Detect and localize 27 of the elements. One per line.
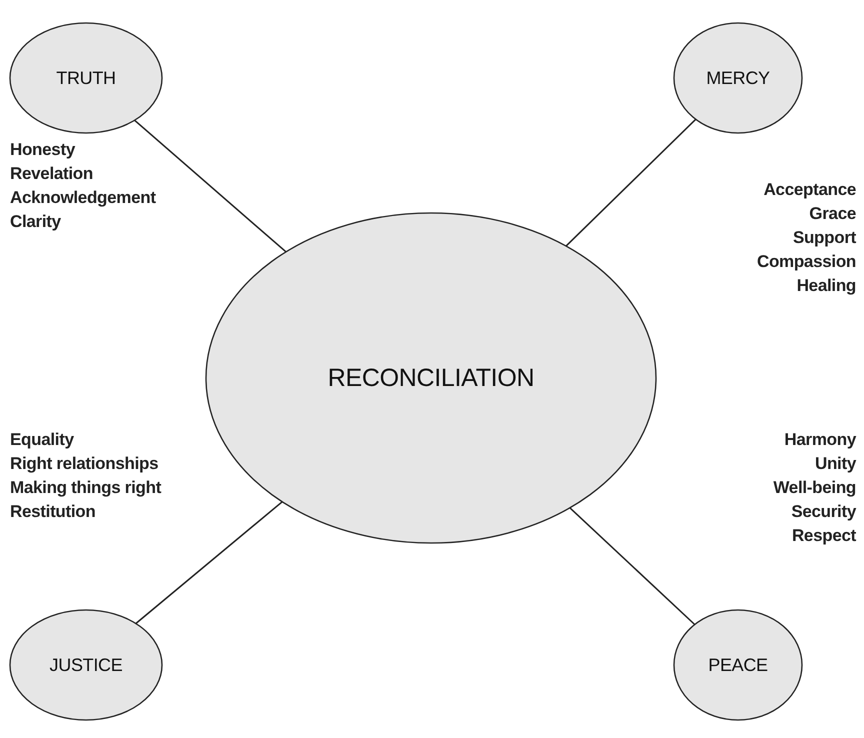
list-item: Right relationships (10, 453, 158, 475)
list-item: Support (792, 227, 856, 249)
list-item: Acceptance (764, 179, 856, 201)
list-item: Acknowledgement (10, 187, 156, 209)
list-item: Revelation (10, 163, 93, 185)
connector-line (566, 118, 696, 247)
list-item: Equality (10, 429, 74, 451)
list-item: Compassion (756, 251, 856, 273)
list-item: Unity (814, 453, 856, 475)
list-item: Healing (796, 275, 856, 297)
node-label: TRUTH (56, 68, 116, 88)
list-item: Security (791, 501, 856, 523)
list-item: Honesty (10, 139, 75, 161)
connector-line (134, 120, 286, 252)
node-label: PEACE (708, 654, 768, 676)
node-label: MERCY (706, 68, 770, 88)
list-item: Respect (792, 525, 856, 547)
connector-line (135, 501, 283, 624)
list-item: Clarity (10, 211, 61, 233)
list-item: Making things right (10, 477, 162, 499)
list-item: Harmony (784, 429, 856, 451)
node-label: RECONCILIATION (328, 364, 534, 392)
connector-line (569, 507, 696, 626)
list-item: Restitution (10, 501, 96, 523)
node-label: JUSTICE (50, 654, 122, 676)
list-item: Grace (809, 203, 856, 225)
list-item: Well-being (773, 477, 856, 499)
